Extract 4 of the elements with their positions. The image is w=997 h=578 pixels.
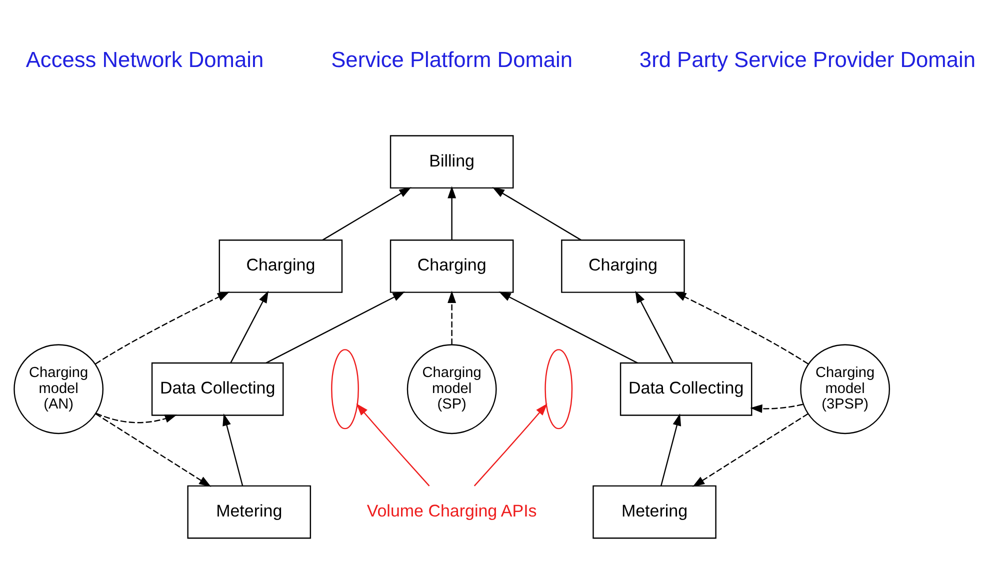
label: Access Network Domain [25,47,264,72]
label: Service Platform Domain [330,47,572,72]
label: 3rd Party Service Provider Domain [638,47,975,72]
node-text: Volume Charging APIs [366,502,536,521]
